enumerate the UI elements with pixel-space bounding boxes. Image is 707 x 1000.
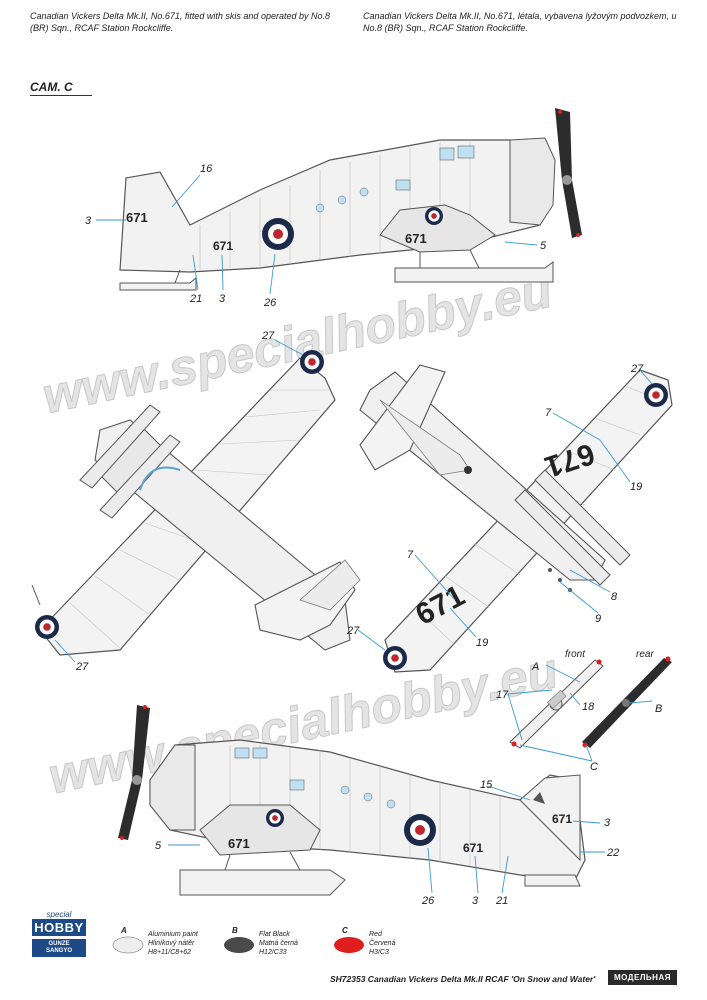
- legend-swatches: [112, 936, 364, 954]
- prop-label-front: front: [565, 649, 586, 660]
- callout-3-top-left: 3: [85, 215, 92, 227]
- wing-serial-side: 671: [405, 231, 427, 246]
- fuselage-serial-right: 671: [463, 841, 483, 855]
- callout-27-under-2: 27: [346, 625, 360, 637]
- legend-item-aluminium: A Aluminium paint Hliníkový nátěr H8+11/…: [121, 926, 198, 957]
- plan-view-top: [31, 350, 361, 656]
- tail-serial-right: 671: [552, 812, 572, 826]
- callout-17: 17: [496, 689, 509, 701]
- sangyo-text: SANGYO: [45, 948, 72, 954]
- swatch-red: [334, 937, 364, 953]
- callout-7-under-1: 7: [545, 407, 552, 419]
- callout-3-top: 3: [219, 293, 226, 305]
- callout-3-bottom-right: 3: [604, 817, 611, 829]
- header-english: Canadian Vickers Delta Mk.II, No.671, fi…: [30, 11, 330, 33]
- gunze-text: GUNZE: [48, 941, 70, 947]
- callout-21-top: 21: [189, 293, 202, 305]
- swatch-aluminium: [112, 936, 144, 954]
- callout-3-bottom: 3: [472, 895, 479, 907]
- callout-27-topview-2: 27: [75, 661, 89, 673]
- callout-8: 8: [611, 591, 618, 603]
- callout-18: 18: [582, 701, 595, 713]
- camo-label: CAM. C: [30, 80, 73, 94]
- callout-numbers: 3 16 21 3 26 5 27 27 27 7 19 7 19 27 8 9…: [75, 163, 662, 907]
- legend-code-a: A: [121, 926, 127, 935]
- callout-5-bottom: 5: [155, 840, 162, 852]
- legend-item-red: C Red Červená H3/C3: [342, 926, 396, 957]
- callout-7-under-2: 7: [407, 549, 414, 561]
- callout-21-bottom: 21: [495, 895, 508, 907]
- prop-label-rear: rear: [636, 649, 654, 660]
- plan-view-underside: 671 671: [359, 364, 673, 673]
- callout-19-under-1: 19: [630, 481, 642, 493]
- legend-a-line2: Hliníkový nátěr: [148, 940, 195, 947]
- callout-26-bottom: 26: [421, 895, 435, 907]
- legend-item-flat-black: B Flat Black Matná černá H12/C33: [232, 926, 298, 957]
- callout-27-topview-1: 27: [261, 330, 275, 342]
- legend-b-line3: H12/C33: [259, 949, 287, 956]
- callout-A: A: [531, 661, 539, 673]
- legend-c-line3: H3/C3: [369, 949, 389, 956]
- camo-underline: [30, 95, 92, 96]
- header-czech: Canadian Vickers Delta Mk.II, No.671, lé…: [363, 11, 677, 33]
- logo-main-text: HOBBY: [32, 919, 86, 936]
- legend-b-line1: Flat Black: [259, 931, 290, 938]
- tail-serial-left: 671: [126, 210, 148, 225]
- callout-15: 15: [480, 779, 493, 791]
- callout-26-top: 26: [263, 297, 277, 309]
- callout-16: 16: [200, 163, 213, 175]
- callout-19-under-2: 19: [476, 637, 488, 649]
- legend-a-line1: Aluminium paint: [148, 931, 198, 938]
- gunze-sangyo-logo: GUNZE SANGYO: [32, 939, 86, 957]
- special-hobby-logo: special HOBBY GUNZE SANGYO: [32, 910, 86, 957]
- legend-c-line1: Red: [369, 931, 382, 938]
- callout-22: 22: [606, 847, 619, 859]
- legend-code-c: C: [342, 926, 348, 935]
- logo-top-text: special: [46, 910, 72, 919]
- footer-caption: SH72353 Canadian Vickers Delta Mk.II RCA…: [330, 974, 596, 984]
- callout-B: B: [655, 703, 662, 715]
- callout-5-top: 5: [540, 240, 547, 252]
- callout-27-under-1: 27: [630, 363, 644, 375]
- side-view-right: 671 671 671: [118, 705, 586, 896]
- fuselage-serial-left: 671: [213, 239, 233, 253]
- callout-C: C: [590, 761, 598, 773]
- legend-c-line2: Červená: [369, 940, 396, 947]
- brand-watermark: МОДЕЛЬНАЯ: [608, 970, 677, 985]
- swatch-flat-black: [224, 937, 254, 953]
- callout-9: 9: [595, 613, 601, 625]
- legend-code-b: B: [232, 926, 238, 935]
- wing-serial-side-right: 671: [228, 836, 250, 851]
- legend-b-line2: Matná černá: [259, 940, 298, 947]
- side-view-left: 671 671 671: [119, 108, 582, 291]
- legend-a-line3: H8+11/C8+62: [148, 949, 192, 956]
- propeller-rear: [582, 656, 672, 748]
- callout-lines: [54, 174, 653, 894]
